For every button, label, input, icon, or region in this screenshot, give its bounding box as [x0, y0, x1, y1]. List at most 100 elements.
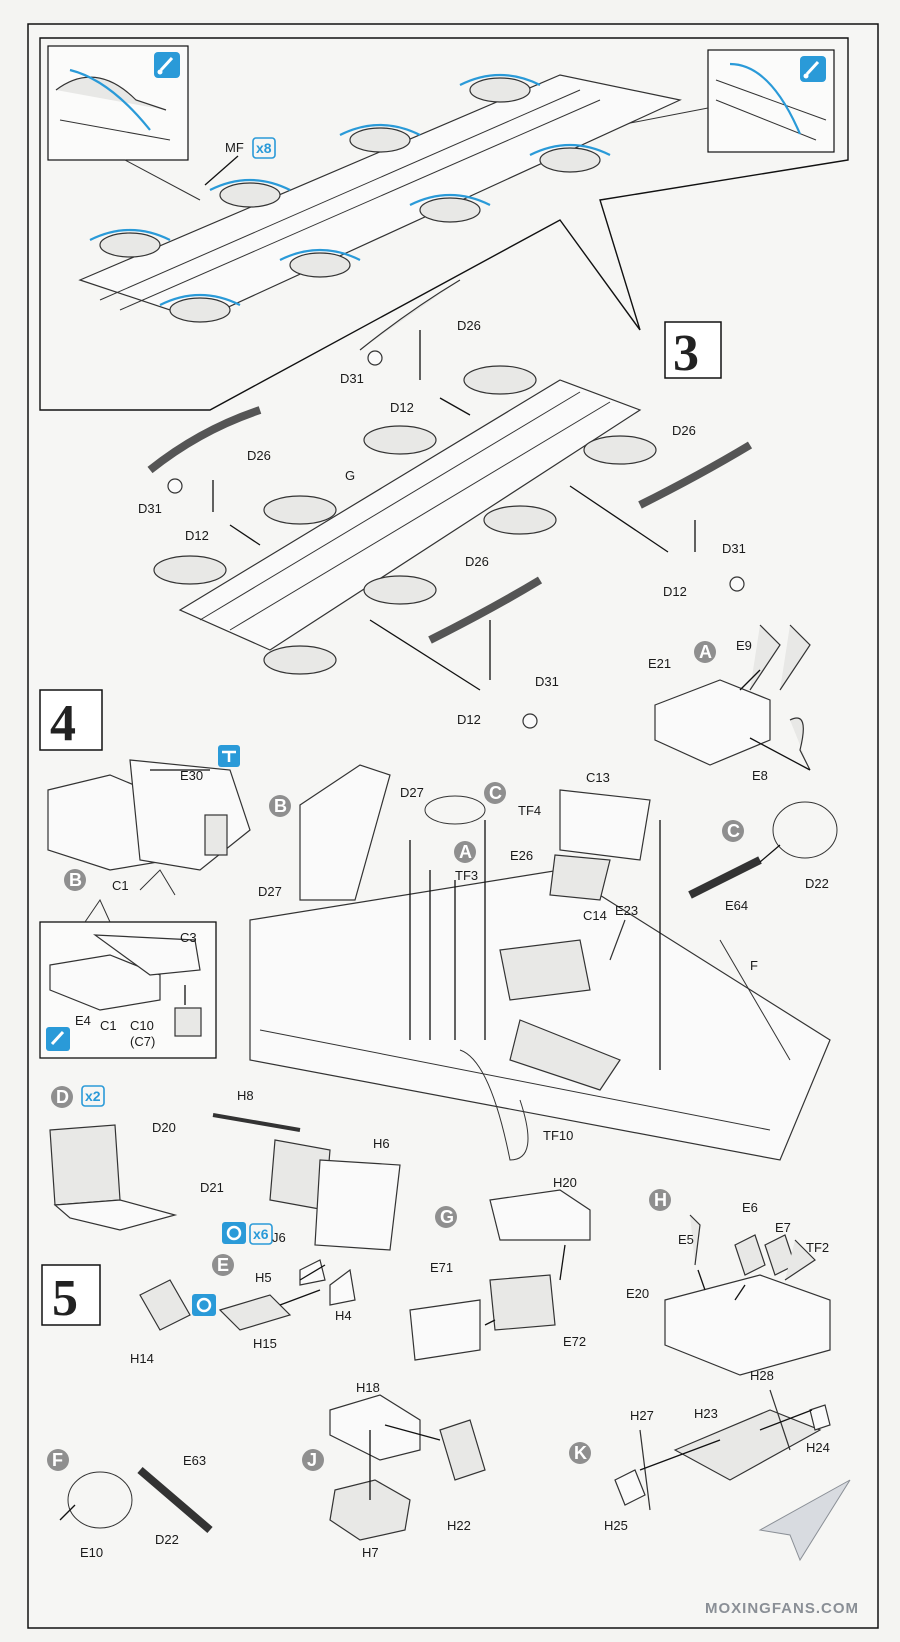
- label-D31-b: D31: [138, 501, 162, 516]
- label-C1-b: C1: [100, 1018, 117, 1033]
- label-D12-a: D12: [390, 400, 414, 415]
- label-H7: H7: [362, 1545, 379, 1560]
- seat-frame-art: [614, 1389, 831, 1511]
- subassembly-G: G: [440, 1207, 454, 1227]
- label-E5: E5: [678, 1232, 694, 1247]
- assemble-icon: [192, 1294, 216, 1316]
- subassembly-B-2: B: [274, 796, 287, 816]
- label-J6: J6: [272, 1230, 286, 1245]
- label-E7: E7: [775, 1220, 791, 1235]
- quantity-badge: [249, 1223, 273, 1245]
- inset-B-art: [49, 934, 202, 1037]
- label-G: G: [345, 468, 355, 483]
- label-H5: H5: [255, 1270, 272, 1285]
- label-TF10: TF10: [543, 1128, 573, 1143]
- step4-body-art: [47, 759, 251, 896]
- subassembly-marker-C2: [722, 820, 744, 842]
- label-E26: E26: [510, 848, 533, 863]
- j6-quantity: x6: [253, 1226, 269, 1242]
- label-D27-a: D27: [400, 785, 424, 800]
- subassembly-marker-A2: [454, 841, 476, 863]
- label-H28: H28: [750, 1368, 774, 1383]
- label-E71: E71: [430, 1260, 453, 1275]
- label-D12-b: D12: [185, 528, 209, 543]
- label-H23: H23: [694, 1406, 718, 1421]
- subassembly-A-2: A: [459, 842, 472, 862]
- label-H25: H25: [604, 1518, 628, 1533]
- label-E20: E20: [626, 1286, 649, 1301]
- seat-art: [49, 1124, 178, 1231]
- label-H6: H6: [373, 1136, 390, 1151]
- subassembly-marker-B: [269, 795, 291, 817]
- assemble-icon: [222, 1222, 246, 1244]
- label-E72: E72: [563, 1334, 586, 1349]
- label-MF: MF: [225, 140, 244, 155]
- label-TF4: TF4: [518, 803, 541, 818]
- label-E10: E10: [80, 1545, 103, 1560]
- label-D12-c: D12: [663, 584, 687, 599]
- subassembly-marker-K: [569, 1442, 591, 1464]
- label-E64: E64: [725, 898, 748, 913]
- label-H8: H8: [237, 1088, 254, 1103]
- label-E6: E6: [742, 1200, 758, 1215]
- label-D31-d: D31: [535, 674, 559, 689]
- label-D27-b: D27: [258, 884, 282, 899]
- label-E9: E9: [736, 638, 752, 653]
- subassembly-E: E: [217, 1255, 229, 1275]
- label-C13: C13: [586, 770, 610, 785]
- label-H27: H27: [630, 1408, 654, 1423]
- label-H15: H15: [253, 1336, 277, 1351]
- subassembly-K: K: [574, 1443, 587, 1463]
- subassembly-marker-D: [51, 1086, 73, 1108]
- watermark-logo: [758, 1479, 851, 1562]
- label-C14: C14: [583, 908, 607, 923]
- radio-box-art: [409, 1189, 591, 1361]
- step3-detail-callout: MF x8: [39, 37, 849, 411]
- subassembly-marker-F: [47, 1449, 69, 1471]
- label-D31-c: D31: [722, 541, 746, 556]
- label-H4: H4: [335, 1308, 352, 1323]
- label-H18: H18: [356, 1380, 380, 1395]
- label-D26-a: D26: [457, 318, 481, 333]
- label-D26-d: D26: [465, 554, 489, 569]
- ammo-rack-art: [139, 1113, 401, 1331]
- label-C3: C3: [180, 930, 197, 945]
- subassembly-marker-C: [484, 782, 506, 804]
- label-D31-a: D31: [340, 371, 364, 386]
- label-F: F: [750, 958, 758, 973]
- label-C7: (C7): [130, 1034, 155, 1049]
- quantity-badge: [81, 1085, 105, 1107]
- subassembly-marker-B: [64, 869, 86, 891]
- label-H24: H24: [806, 1440, 830, 1455]
- step-number-4: 4: [50, 695, 76, 752]
- subassembly-marker-E: [212, 1254, 234, 1276]
- subassembly-B: B: [69, 870, 82, 890]
- quantity-badge: [252, 137, 276, 159]
- subassembly-J: J: [307, 1450, 317, 1470]
- label-D20: D20: [152, 1120, 176, 1135]
- subassembly-C-2: C: [727, 821, 740, 841]
- label-D12-d: D12: [457, 712, 481, 727]
- label-E30: E30: [180, 768, 203, 783]
- steering-wheel-art: [59, 1466, 213, 1534]
- label-C10: C10: [130, 1018, 154, 1033]
- mf-quantity: x8: [256, 140, 272, 156]
- subassembly-marker-A: [694, 641, 716, 663]
- chassis-detail-art: [78, 73, 682, 323]
- label-E63: E63: [183, 1453, 206, 1468]
- subassembly-D: D: [56, 1087, 69, 1107]
- label-E21: E21: [648, 656, 671, 671]
- watermark-text: MOXINGFANS.COM: [705, 1600, 859, 1617]
- subassembly-C: C: [489, 783, 502, 803]
- label-E23: E23: [615, 903, 638, 918]
- d-quantity: x2: [85, 1088, 101, 1104]
- label-TF2: TF2: [806, 1240, 829, 1255]
- label-C1-a: C1: [112, 878, 129, 893]
- label-H14: H14: [130, 1351, 154, 1366]
- step-number-box: [664, 321, 722, 379]
- label-D22-b: D22: [155, 1532, 179, 1547]
- label-D22-a: D22: [805, 876, 829, 891]
- pedal-box-art: [654, 624, 811, 771]
- subassembly-marker-H: [649, 1189, 671, 1211]
- step-number-box: [39, 689, 103, 751]
